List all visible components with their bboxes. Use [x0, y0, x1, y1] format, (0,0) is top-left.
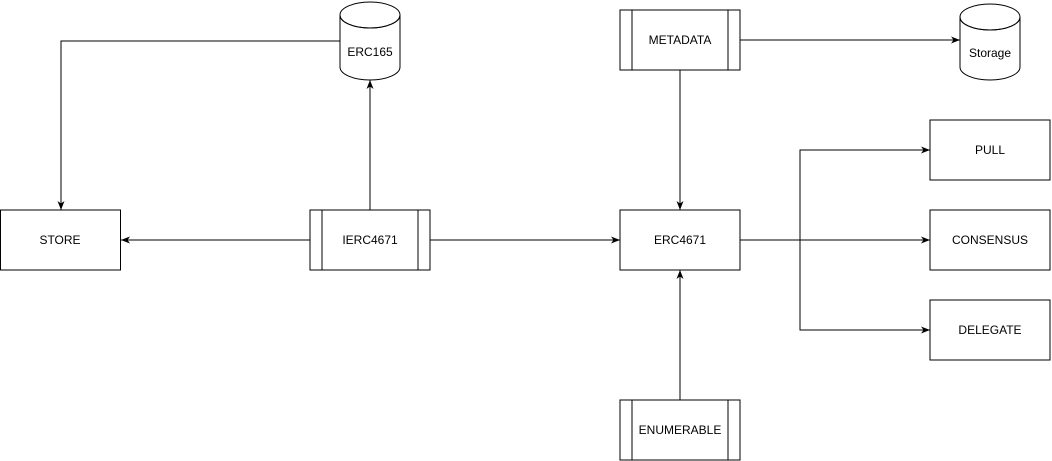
node-enumerable-label: ENUMERABLE	[639, 423, 722, 437]
node-erc4671[interactable]: ERC4671	[619, 209, 741, 271]
node-consensus[interactable]: CONSENSUS	[929, 209, 1051, 271]
node-erc165-label: ERC165	[347, 45, 393, 59]
node-metadata[interactable]: METADATA	[619, 9, 741, 71]
node-storage[interactable]: Storage	[959, 3, 1021, 81]
node-store-label: STORE	[39, 233, 80, 247]
node-consensus-label: CONSENSUS	[952, 233, 1028, 247]
node-storage-label: Storage	[969, 46, 1011, 60]
node-pull-label: PULL	[975, 143, 1005, 157]
node-erc165[interactable]: ERC165	[339, 1, 401, 81]
node-pull[interactable]: PULL	[929, 119, 1051, 181]
node-delegate[interactable]: DELEGATE	[929, 299, 1051, 361]
edge-erc4671-to-delegate	[799, 240, 930, 334]
node-ierc4671[interactable]: IERC4671	[309, 209, 431, 271]
node-erc4671-label: ERC4671	[654, 233, 706, 247]
edge-erc165-to-store	[57, 40, 340, 210]
node-ierc4671-label: IERC4671	[342, 233, 398, 247]
edge-erc4671-to-pull	[740, 146, 930, 241]
node-delegate-label: DELEGATE	[958, 323, 1021, 337]
node-store[interactable]: STORE	[0, 209, 121, 271]
node-enumerable[interactable]: ENUMERABLE	[619, 399, 741, 461]
node-metadata-label: METADATA	[649, 33, 712, 47]
